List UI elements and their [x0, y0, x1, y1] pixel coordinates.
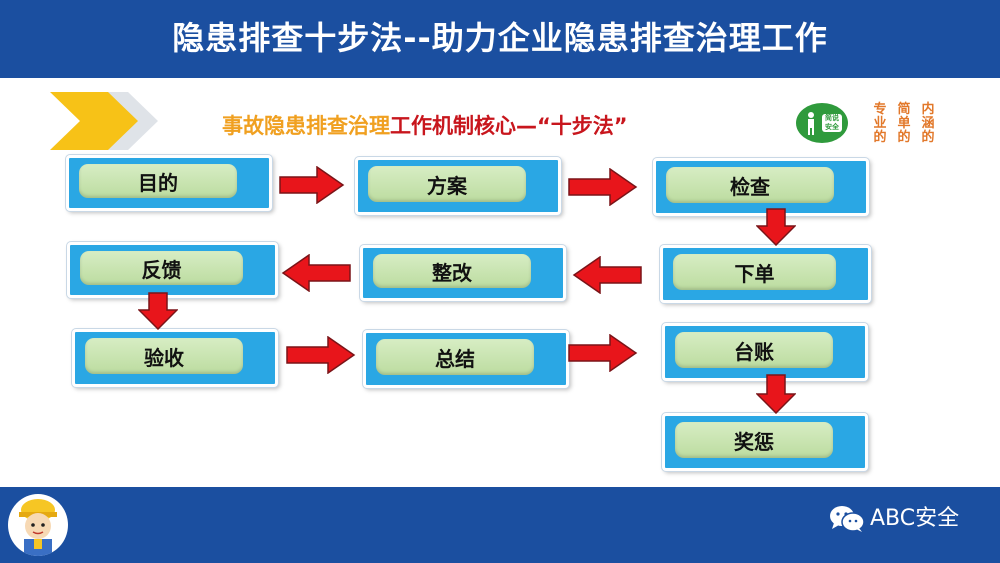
step-label: 奖惩: [675, 422, 833, 458]
brand-name: ABC安全: [870, 506, 960, 531]
footer-bar: [0, 487, 1000, 563]
step-label: 下单: [673, 254, 836, 290]
arrow-right-icon: [568, 168, 638, 206]
logo-text-col3: 内涵的: [921, 102, 935, 145]
logo-badge: 简说安全: [822, 114, 842, 132]
step-label: 检查: [666, 167, 834, 203]
step-label: 方案: [368, 166, 526, 202]
logo-text-col2: 简单的: [897, 102, 911, 145]
arrow-down-icon: [138, 292, 178, 330]
step-box-issue-order: 下单: [660, 245, 871, 303]
step-label: 总结: [376, 339, 534, 375]
logo: 简说安全: [796, 103, 848, 143]
step-box-inspect: 检查: [653, 158, 869, 216]
chevron-icon: [50, 92, 158, 150]
subtitle-part1: 事故隐患排查治理: [222, 114, 390, 138]
mascot-icon: [19, 499, 57, 556]
logo-text-col1: 专业的: [873, 102, 887, 145]
step-box-ledger: 台账: [662, 323, 868, 381]
step-label: 台账: [675, 332, 833, 368]
arrow-right-icon: [568, 334, 638, 372]
step-box-acceptance: 验收: [72, 329, 278, 387]
arrow-left-icon: [572, 256, 642, 294]
arrow-right-icon: [286, 336, 356, 374]
step-label: 目的: [79, 164, 237, 198]
arrow-right-icon: [279, 166, 345, 204]
step-label: 验收: [85, 338, 243, 374]
page-title: 隐患排查十步法--助力企业隐患排查治理工作: [172, 19, 828, 57]
person-icon: [808, 112, 814, 135]
step-box-plan: 方案: [355, 157, 561, 215]
step-label: 反馈: [80, 251, 243, 285]
wechat-icon: [830, 506, 865, 532]
arrow-left-icon: [281, 254, 351, 292]
step-label: 整改: [373, 254, 531, 288]
subtitle-part2: 工作机制核心—“十步法”: [390, 114, 628, 138]
step-box-rectify: 整改: [360, 245, 566, 301]
diagram-subtitle: 事故隐患排查治理工作机制核心—“十步法”: [222, 110, 628, 140]
step-box-summary: 总结: [363, 330, 569, 388]
step-box-reward-penalty: 奖惩: [662, 413, 868, 471]
step-box-purpose: 目的: [66, 155, 272, 211]
step-box-feedback: 反馈: [67, 242, 278, 298]
arrow-down-icon: [756, 208, 796, 246]
mascot-avatar: [8, 494, 68, 556]
arrow-down-icon: [756, 374, 796, 414]
header-bar: 隐患排查十步法--助力企业隐患排查治理工作: [0, 0, 1000, 78]
